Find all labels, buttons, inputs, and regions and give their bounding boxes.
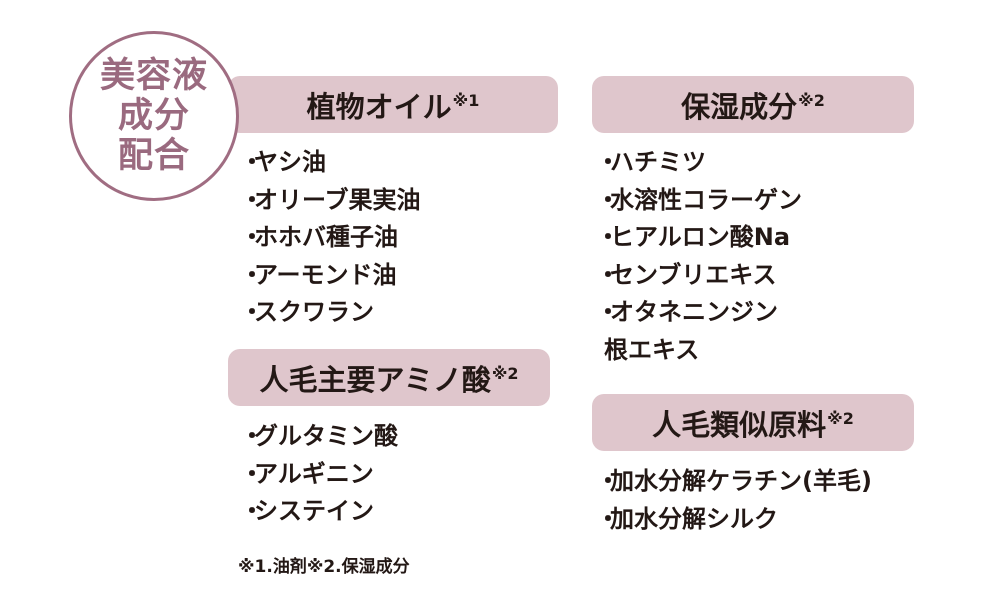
hair-like-note: ※2 (827, 408, 854, 428)
list-item: ・ヒアルロン酸Na (596, 219, 802, 257)
bullet-dot: ・ (596, 223, 620, 251)
bullet-dot: ・ (240, 497, 264, 525)
list-item: ・スクワラン (240, 294, 421, 332)
amino-acids-title-text: 人毛主要アミノ酸 (259, 362, 491, 397)
item-label: アルギニン (254, 459, 374, 488)
bullet-dot: ・ (596, 298, 620, 326)
moisturizing-note: ※2 (798, 90, 825, 110)
item-label: ホホバ種子油 (254, 223, 398, 251)
bullet-dot: ・ (596, 185, 620, 214)
item-label: システイン (254, 497, 374, 525)
bullet-dot: ・ (240, 185, 264, 214)
item-label: スクワラン (254, 298, 374, 326)
section-header-plant-oil: 植物オイル※1 (228, 76, 558, 133)
list-item: ・ホホバ種子油 (240, 219, 421, 257)
section-title-amino-acids: 人毛主要アミノ酸※2 (259, 357, 518, 399)
ingredient-badge: 美容液 成分 配合 (69, 31, 239, 201)
list-item: ・グルタミン酸 (240, 418, 398, 456)
item-label: ハチミツ (610, 148, 706, 176)
section-header-amino-acids: 人毛主要アミノ酸※2 (228, 349, 550, 406)
list-item: ・加水分解ケラチン(羊毛) (596, 463, 872, 501)
item-label: 加水分解シルク (610, 504, 778, 533)
list-item: ・センブリエキス (596, 257, 802, 295)
section-title-hair-like: 人毛類似原料※2 (652, 402, 854, 444)
footnote: ※1.油剤※2.保湿成分 (238, 557, 410, 577)
bullet-dot: ・ (240, 148, 264, 176)
badge-line-2: 成分 (117, 96, 190, 136)
moisturizing-title-text: 保湿成分 (681, 89, 798, 124)
amino-acids-note: ※2 (491, 363, 519, 383)
amino-acids-list: ・グルタミン酸 ・アルギニン ・システイン (240, 418, 398, 531)
item-label: センブリエキス (610, 260, 777, 289)
item-label: グルタミン酸 (254, 422, 398, 450)
item-label: アーモンド油 (254, 260, 397, 289)
plant-oil-title-text: 植物オイル (306, 89, 452, 124)
list-item: ・加水分解シルク (596, 501, 872, 539)
list-item: ・アーモンド油 (240, 257, 421, 295)
bullet-dot: ・ (596, 148, 620, 176)
section-header-hair-like: 人毛類似原料※2 (592, 394, 914, 451)
bullet-dot: ・ (596, 504, 620, 533)
item-label: ヤシ油 (254, 148, 326, 176)
badge-line-1: 美容液 (99, 56, 208, 96)
section-header-moisturizing: 保湿成分※2 (592, 76, 914, 133)
item-label: オリーブ果実油 (254, 185, 421, 214)
plant-oil-list: ・ヤシ油 ・オリーブ果実油 ・ホホバ種子油 ・アーモンド油 ・スクワラン (240, 144, 421, 332)
hair-like-list: ・加水分解ケラチン(羊毛) ・加水分解シルク (596, 463, 872, 538)
list-item: ・ヤシ油 (240, 144, 421, 182)
bullet-dot: ・ (240, 459, 264, 488)
item-label: 水溶性コラーゲン (610, 185, 802, 214)
list-item: ・オリーブ果実油 (240, 182, 421, 220)
bullet-dot: ・ (240, 422, 264, 450)
bullet-dot: ・ (240, 260, 264, 289)
section-title-moisturizing: 保湿成分※2 (681, 84, 825, 126)
moisturizing-list: ・ハチミツ ・水溶性コラーゲン ・ヒアルロン酸Na ・センブリエキス ・オタネニ… (596, 144, 802, 369)
hair-like-title-text: 人毛類似原料 (652, 407, 827, 442)
bullet-dot: ・ (240, 223, 264, 251)
item-label: 加水分解ケラチン(羊毛) (610, 467, 872, 495)
plant-oil-note: ※1 (452, 90, 480, 110)
item-label: 根エキス (604, 335, 700, 364)
badge-line-3: 配合 (117, 136, 190, 176)
section-title-plant-oil: 植物オイル※1 (307, 84, 480, 126)
bullet-dot: ・ (596, 260, 620, 289)
list-item: ・水溶性コラーゲン (596, 182, 802, 220)
list-item: ・オタネニンジン (596, 294, 802, 332)
item-label: ヒアルロン酸Na (610, 223, 791, 251)
item-label: オタネニンジン (610, 298, 778, 326)
list-item-continuation: 根エキス (596, 332, 802, 370)
list-item: ・アルギニン (240, 456, 398, 494)
list-item: ・ハチミツ (596, 144, 802, 182)
bullet-dot: ・ (596, 467, 620, 495)
list-item: ・システイン (240, 493, 398, 531)
bullet-dot: ・ (240, 298, 264, 326)
